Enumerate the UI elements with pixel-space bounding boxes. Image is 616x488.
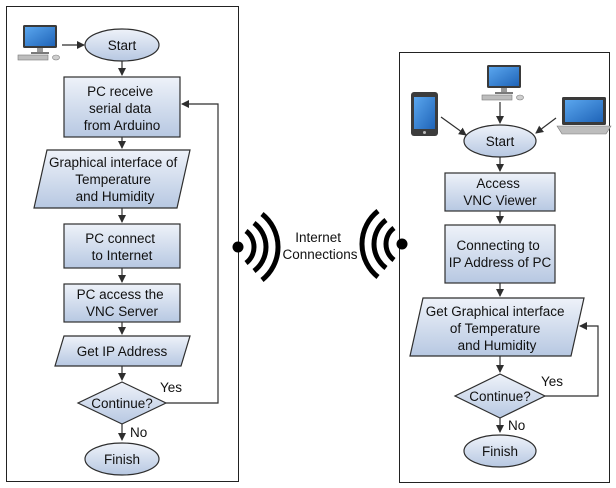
left-io-get-ip: [54, 335, 191, 367]
right-decision-label: Continue?: [469, 389, 531, 404]
left-step-receive-data: [63, 76, 181, 138]
internet-connections-label: Internet Connections: [282, 230, 357, 262]
right-step-access-vnc-viewer-label: Access VNC Viewer: [463, 176, 537, 208]
right-finish-label: Finish: [482, 444, 518, 459]
left-finish-label: Finish: [104, 452, 140, 467]
left-step-connect-internet: [63, 223, 181, 269]
left-finish-terminal: [84, 442, 160, 476]
right-no-label: No: [508, 418, 525, 433]
right-step-access-vnc-viewer: [444, 172, 556, 212]
left-step-access-vnc: [63, 283, 181, 323]
connector: [440, 116, 467, 136]
right-io-graphical-interface-label: Get Graphical interface of Temperature a…: [426, 304, 569, 353]
right-step-connecting-ip: [444, 224, 556, 284]
left-start-label: Start: [108, 38, 137, 53]
left-decision-label: Continue?: [91, 396, 153, 411]
left-io-graphical-interface: [33, 149, 191, 209]
left-loop-connector: [166, 100, 219, 404]
right-loop-connector: [545, 322, 599, 397]
connector: [535, 117, 557, 134]
desktop-computer-icon: [481, 64, 524, 101]
left-yes-label: Yes: [160, 380, 182, 395]
left-no-label: No: [130, 425, 147, 440]
left-step-access-vnc-label: PC access the VNC Server: [77, 287, 168, 319]
tablet-icon: [411, 92, 438, 136]
left-io-get-ip-label: Get IP Address: [77, 344, 168, 359]
right-panel-frame: [399, 52, 610, 483]
right-io-graphical-interface: [409, 297, 585, 357]
wireless-signal-icon: [232, 209, 408, 282]
desktop-computer-icon: [17, 24, 60, 61]
right-yes-label: Yes: [541, 374, 563, 389]
left-io-graphical-interface-label: Graphical interface of Temperature and H…: [49, 155, 181, 204]
right-start-label: Start: [486, 134, 515, 149]
right-finish-terminal: [463, 434, 537, 468]
right-step-connecting-ip-label: Connecting to IP Address of PC: [449, 238, 552, 270]
left-step-connect-internet-label: PC connect to Internet: [85, 231, 159, 263]
left-step-receive-data-label: PC receive serial data from Arduino: [84, 84, 161, 133]
laptop-icon: [556, 97, 612, 135]
